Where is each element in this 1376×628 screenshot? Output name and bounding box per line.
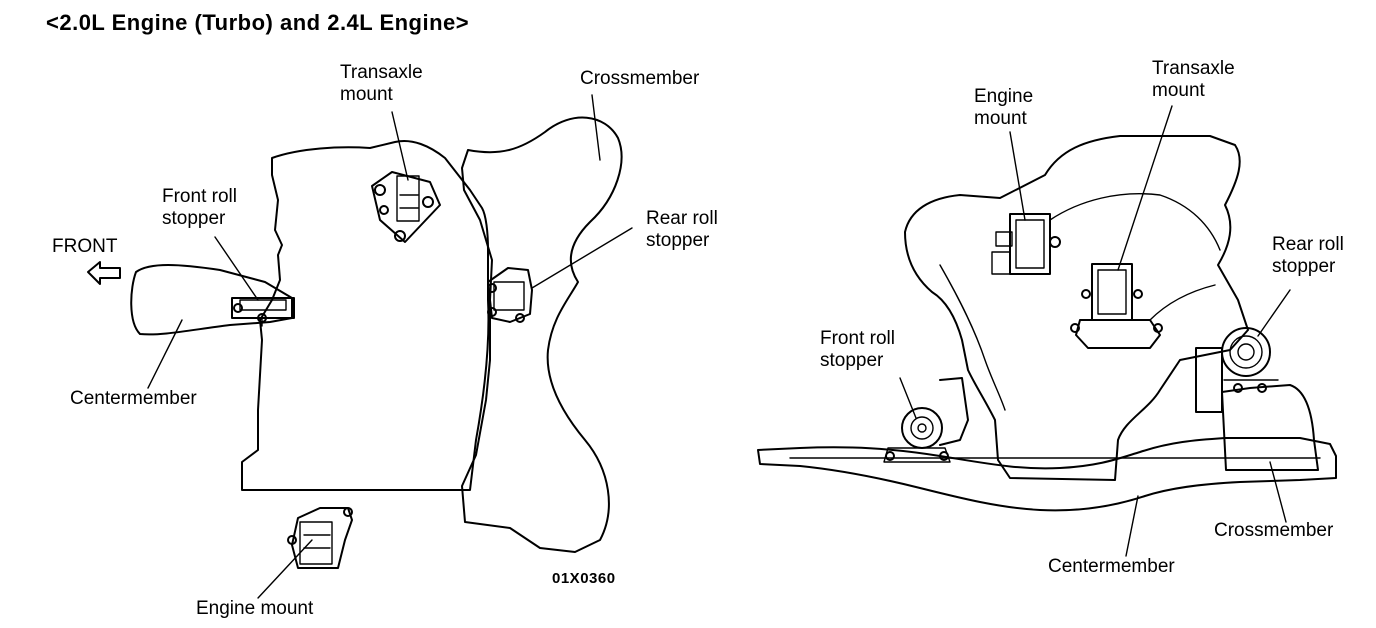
label-right-crossmember: Crossmember bbox=[1214, 520, 1333, 542]
left-crossmember-shape bbox=[461, 116, 623, 553]
label-right-front-roll-stopper-line1: Front roll bbox=[820, 328, 895, 349]
label-right-engine-mount-line1: Engine bbox=[974, 86, 1034, 107]
leader-right-engine-mount bbox=[1009, 131, 1026, 221]
label-right-transaxle-mount: Transaxle mount bbox=[1152, 58, 1235, 102]
leader-left-engine-mount bbox=[257, 539, 313, 599]
label-right-engine-mount-line2: mount bbox=[974, 108, 1027, 129]
right-rear-roll-stopper-part bbox=[1195, 327, 1279, 413]
leader-left-centermember bbox=[147, 319, 183, 389]
right-crossmember-shape bbox=[1221, 384, 1319, 471]
diagram-title: <2.0L Engine (Turbo) and 2.4L Engine> bbox=[46, 10, 470, 35]
label-left-front-roll-stopper-line1: Front roll bbox=[162, 186, 237, 207]
label-right-front-roll-stopper: Front roll stopper bbox=[820, 328, 895, 372]
label-right-rear-roll-stopper: Rear roll stopper bbox=[1272, 234, 1344, 278]
label-right-centermember: Centermember bbox=[1048, 556, 1175, 578]
figure-code: 01X0360 bbox=[552, 570, 616, 587]
leader-right-centermember bbox=[1125, 495, 1139, 557]
left-front-roll-stopper-part bbox=[231, 297, 295, 327]
front-arrow-icon bbox=[87, 261, 121, 285]
label-front-line1: FRONT bbox=[52, 236, 118, 257]
right-engine-outline bbox=[904, 135, 1249, 481]
left-view-drawing bbox=[87, 94, 633, 599]
leader-left-front-roll-stopper bbox=[214, 236, 259, 301]
label-left-front-roll-stopper-line2: stopper bbox=[162, 208, 226, 229]
label-right-rear-roll-stopper-line1: Rear roll bbox=[1272, 234, 1344, 255]
right-front-roll-stopper-part bbox=[883, 377, 969, 463]
label-left-centermember-line1: Centermember bbox=[70, 388, 197, 409]
leader-left-transaxle-mount bbox=[391, 111, 409, 181]
left-centermember-shape bbox=[130, 264, 293, 336]
label-left-transaxle-mount-line2: mount bbox=[340, 84, 393, 105]
label-left-front-roll-stopper: Front roll stopper bbox=[162, 186, 237, 230]
left-engine-outline bbox=[241, 140, 490, 491]
leader-right-crossmember bbox=[1269, 461, 1287, 523]
label-left-crossmember: Crossmember bbox=[580, 68, 699, 90]
right-transaxle-mount-part bbox=[1070, 263, 1163, 349]
label-left-rear-roll-stopper-line2: stopper bbox=[646, 230, 710, 251]
label-right-crossmember-line1: Crossmember bbox=[1214, 520, 1334, 541]
left-engine-mount-part bbox=[287, 507, 353, 569]
label-right-engine-mount: Engine mount bbox=[974, 86, 1033, 130]
label-front: FRONT bbox=[52, 236, 117, 258]
label-left-rear-roll-stopper: Rear roll stopper bbox=[646, 208, 718, 252]
label-right-transaxle-mount-line1: Transaxle bbox=[1152, 58, 1235, 79]
label-left-transaxle-mount-line1: Transaxle bbox=[340, 62, 423, 83]
label-left-engine-mount: Engine mount bbox=[196, 598, 313, 620]
label-left-transaxle-mount: Transaxle mount bbox=[340, 62, 423, 106]
label-right-rear-roll-stopper-line2: stopper bbox=[1272, 256, 1336, 277]
label-right-centermember-line1: Centermember bbox=[1048, 556, 1175, 577]
left-transaxle-mount-part bbox=[371, 171, 441, 243]
leader-right-rear-roll-stopper bbox=[1257, 289, 1291, 337]
label-left-crossmember-line1: Crossmember bbox=[580, 68, 700, 89]
label-left-rear-roll-stopper-line1: Rear roll bbox=[646, 208, 718, 229]
label-left-centermember: Centermember bbox=[70, 388, 197, 410]
label-left-engine-mount-line1: Engine mount bbox=[196, 598, 314, 619]
leader-left-crossmember bbox=[591, 94, 601, 161]
right-engine-mount-part bbox=[991, 213, 1061, 275]
leader-left-rear-roll-stopper bbox=[531, 227, 633, 289]
label-right-transaxle-mount-line2: mount bbox=[1152, 80, 1205, 101]
label-right-front-roll-stopper-line2: stopper bbox=[820, 350, 884, 371]
left-rear-roll-stopper-part bbox=[487, 267, 533, 323]
leader-right-transaxle-mount bbox=[1117, 105, 1173, 271]
right-view-drawing bbox=[757, 105, 1337, 557]
leader-right-front-roll-stopper bbox=[899, 377, 917, 419]
right-centermember-shape bbox=[757, 437, 1337, 512]
